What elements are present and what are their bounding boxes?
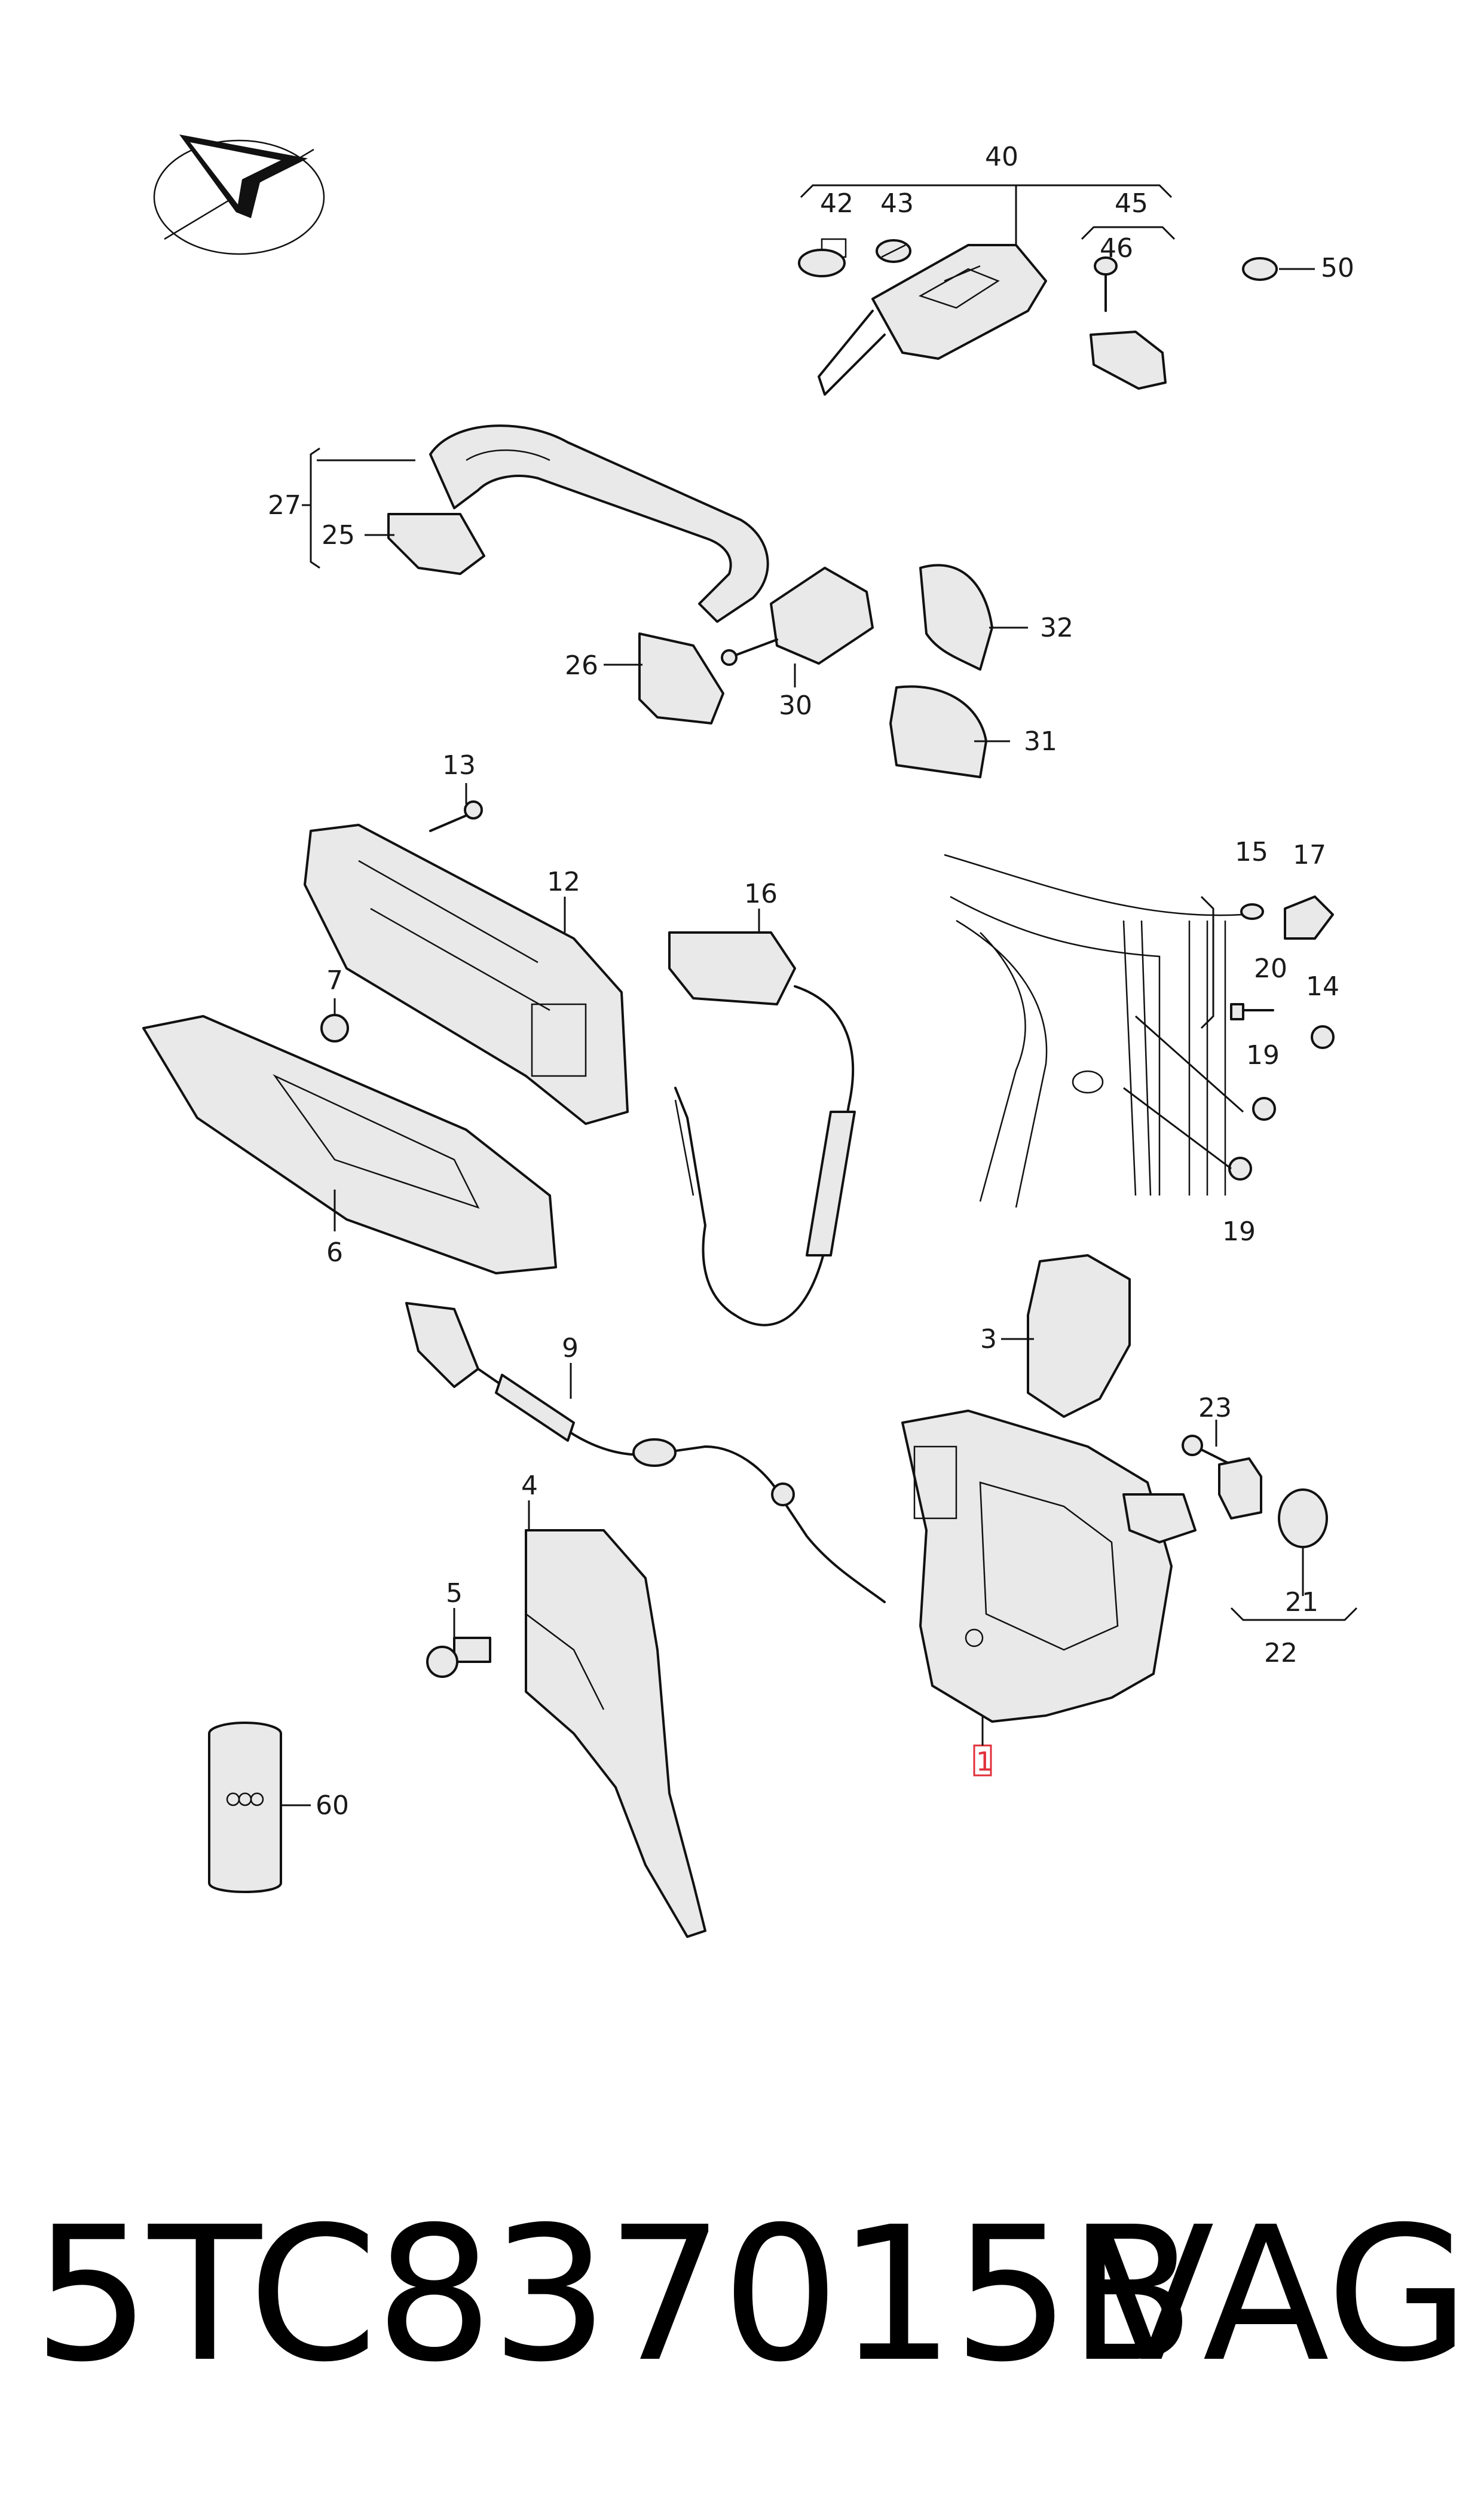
door-lock-unit-part-1 <box>901 1410 1197 1723</box>
key-insert-part-45 <box>1090 256 1167 390</box>
part-15 <box>1240 903 1264 920</box>
callout-12: 12 <box>547 867 580 897</box>
screw-part-20 <box>1230 1003 1274 1020</box>
callout-4: 4 <box>521 1471 538 1501</box>
cover-part-4 <box>525 1529 706 1938</box>
callout-23: 23 <box>1198 1393 1232 1423</box>
nut-part-14 <box>1311 1025 1335 1049</box>
callout-7: 7 <box>326 965 343 996</box>
handle-trim-part <box>638 632 724 724</box>
callout-32: 32 <box>1040 613 1073 643</box>
orientation-arrow-icon <box>153 134 325 255</box>
door-frame-part <box>944 854 1244 1208</box>
callout-31: 31 <box>1024 726 1057 757</box>
key-fob-part <box>798 238 1047 396</box>
callout-27: 27 <box>268 490 301 521</box>
callout-50: 50 <box>1321 253 1354 283</box>
callout-19a: 19 <box>1246 1040 1280 1071</box>
screw-part-19b <box>1228 1157 1252 1181</box>
callout-16: 16 <box>744 879 778 909</box>
callout-25: 25 <box>322 520 355 551</box>
callout-42: 42 <box>820 188 853 219</box>
cap-part-31 <box>889 685 987 778</box>
callout-19b: 19 <box>1222 1216 1256 1247</box>
callout-5: 5 <box>446 1578 463 1609</box>
callout-20: 20 <box>1254 953 1287 984</box>
callout-22: 22 <box>1264 1638 1298 1668</box>
callout-46: 46 <box>1100 233 1133 264</box>
cap-part-32 <box>919 564 993 671</box>
callout-6: 6 <box>326 1237 343 1268</box>
release-cable-part-9 <box>405 1302 886 1603</box>
callout-17: 17 <box>1293 840 1326 870</box>
callout-14: 14 <box>1306 971 1339 1002</box>
grease-can-part-60 <box>208 1722 282 1893</box>
bracket-part-3 <box>1027 1254 1131 1418</box>
callout-1: 1 <box>976 1747 993 1777</box>
callout-15: 15 <box>1235 837 1268 867</box>
lock-cylinder-part <box>721 567 874 666</box>
footer: 5TC837015B VAG <box>0 2176 1484 2427</box>
clip-part-5 <box>426 1637 491 1678</box>
exploded-parts-diagram: 40 42 43 45 46 50 27 25 26 30 32 31 13 1… <box>142 134 1358 1938</box>
callout-45: 45 <box>1115 188 1148 219</box>
callout-3: 3 <box>980 1324 997 1355</box>
callout-26: 26 <box>565 650 598 681</box>
callout-30: 30 <box>779 690 812 721</box>
part-number: 5TC837015B <box>33 2187 1195 2403</box>
battery-part-42 <box>798 249 846 277</box>
clip-part-7 <box>320 1014 349 1043</box>
callout-40: 40 <box>985 142 1018 172</box>
callout-60: 60 <box>316 1790 349 1821</box>
callout-9: 9 <box>562 1333 579 1364</box>
inner-handle-part <box>142 1015 557 1274</box>
release-cable-part-16 <box>668 931 856 1326</box>
handle-carrier-part <box>304 800 629 1125</box>
cap-part-50 <box>1242 257 1278 281</box>
striker-part <box>1182 1435 1328 1548</box>
part-17 <box>1284 895 1334 940</box>
callout-21: 21 <box>1285 1587 1318 1618</box>
callout-13: 13 <box>442 750 476 781</box>
brand-label: VAG <box>1088 2187 1470 2403</box>
screw-part-19a <box>1252 1097 1276 1121</box>
callout-43: 43 <box>880 188 914 219</box>
outer-door-handle-part <box>387 424 769 623</box>
